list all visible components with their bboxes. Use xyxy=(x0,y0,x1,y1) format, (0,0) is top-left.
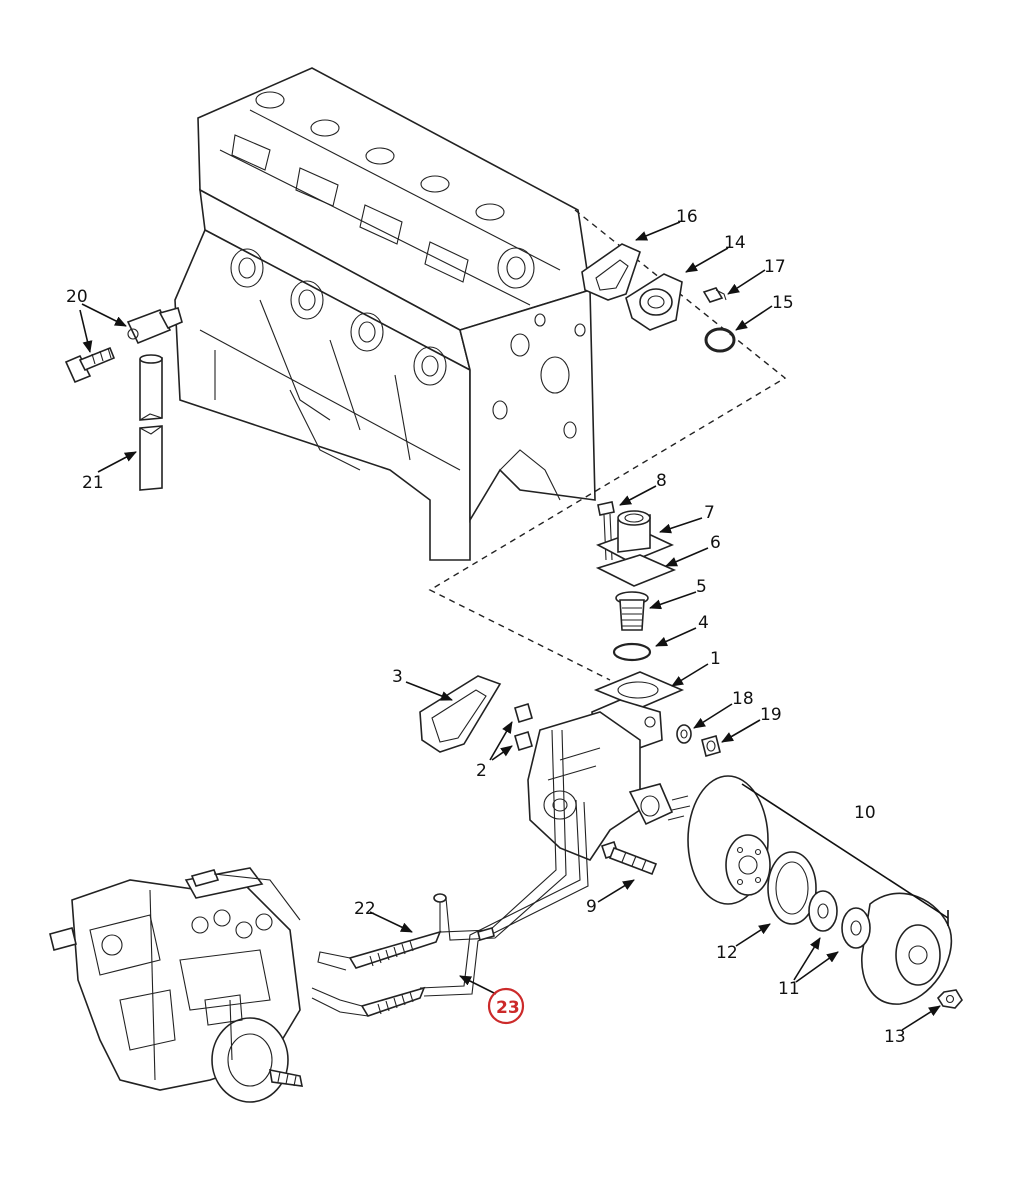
callout-12: 12 xyxy=(716,943,738,963)
callout-23: 23 xyxy=(496,998,520,1018)
callout-22: 22 xyxy=(354,899,376,919)
callout-17: 17 xyxy=(764,257,786,277)
part-8-bolt xyxy=(597,501,615,561)
engine-block xyxy=(174,67,596,561)
callout-21: 21 xyxy=(82,473,104,493)
part-6-gasket xyxy=(595,554,677,587)
part-15-o-ring xyxy=(704,327,736,353)
callout-13: 13 xyxy=(884,1027,906,1047)
part-16-gasket xyxy=(581,243,641,301)
part-23-pipe xyxy=(311,799,589,1017)
part-21-pipe xyxy=(139,354,163,491)
part-10-pulley-assembly xyxy=(687,775,953,1005)
callout-3: 3 xyxy=(392,667,403,687)
part-3-gasket xyxy=(419,675,502,753)
callout-11: 11 xyxy=(778,979,800,999)
callout-4: 4 xyxy=(698,613,709,633)
part-2-plugs xyxy=(514,702,533,752)
callout-6: 6 xyxy=(710,533,721,553)
callout-leaders xyxy=(79,221,941,1031)
water-pump-body xyxy=(527,711,691,861)
callout-9: 9 xyxy=(586,897,597,917)
callout-23-highlight-circle xyxy=(487,987,525,1025)
part-13-nut xyxy=(936,989,963,1009)
callout-8: 8 xyxy=(656,471,667,491)
callout-18: 18 xyxy=(732,689,754,709)
part-22-pipe xyxy=(317,729,567,971)
callout-2: 2 xyxy=(476,761,487,781)
part-20-fitting xyxy=(64,307,183,384)
part-12-spacer xyxy=(767,851,817,925)
part-7-outlet xyxy=(596,510,674,563)
fuel-injection-pump xyxy=(49,867,304,1103)
part-4-seal-ring xyxy=(612,642,652,662)
part-14-flange xyxy=(625,273,683,331)
callout-20: 20 xyxy=(66,287,88,307)
part-9-bolt xyxy=(600,840,658,876)
part-19-plug xyxy=(701,735,721,757)
callout-labels: 16 14 17 15 20 21 8 7 6 5 4 1 3 2 18 19 … xyxy=(66,207,906,1047)
part-17-bolt xyxy=(702,287,727,303)
callout-14: 14 xyxy=(724,233,746,253)
callout-5: 5 xyxy=(696,577,707,597)
callout-16: 16 xyxy=(676,207,698,227)
callout-10: 10 xyxy=(854,803,876,823)
part-18-washer xyxy=(676,724,692,744)
callout-15: 15 xyxy=(772,293,794,313)
part-10-bracket-line xyxy=(741,783,949,919)
callout-1: 1 xyxy=(710,649,721,669)
callout-19: 19 xyxy=(760,705,782,725)
part-5-thermostat xyxy=(615,591,649,631)
callout-7: 7 xyxy=(704,503,715,523)
part-11-washers xyxy=(808,890,871,949)
